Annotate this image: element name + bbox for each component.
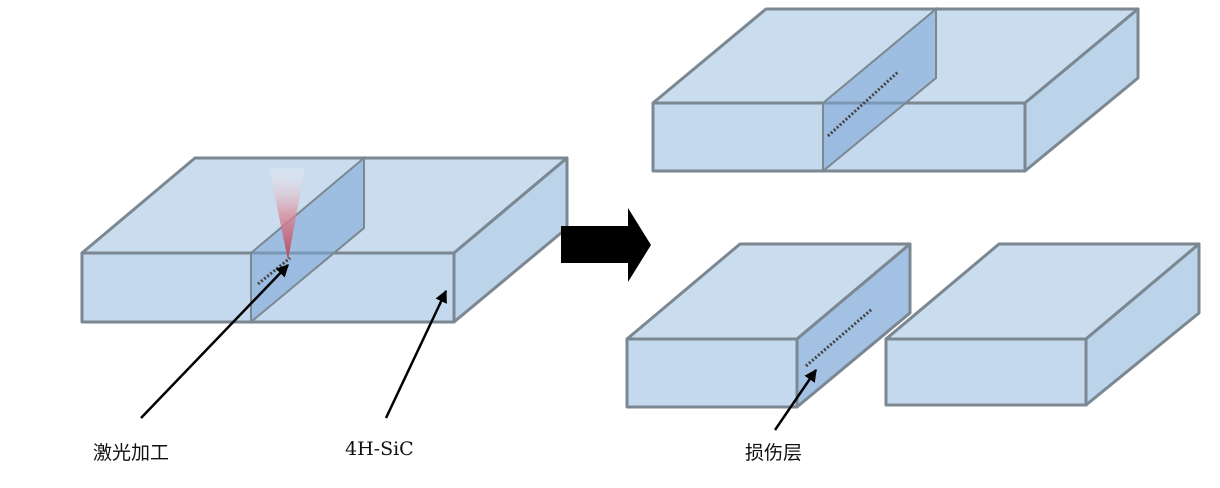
laser-focus-plane [250, 155, 365, 325]
damage-layer-label: 损伤层 [745, 442, 803, 464]
damage-label-pointer [773, 368, 818, 431]
process-arrow [561, 208, 651, 282]
material-label: 4H-SiC [345, 438, 414, 460]
laser-processing-label: 激光加工 [93, 442, 170, 464]
wafer-piece-right [884, 242, 1201, 407]
laser-damage-track [257, 256, 291, 286]
damage-layer-track [805, 307, 873, 368]
laser-beam-cone [269, 168, 305, 260]
wafer-piece-left [625, 242, 912, 409]
wafer-front-face [884, 337, 1088, 407]
laser-label-pointer [140, 264, 289, 419]
material-label-pointer [384, 289, 448, 419]
wafer-block-after-laser [651, 7, 1140, 173]
wafer-front-face [625, 337, 799, 409]
